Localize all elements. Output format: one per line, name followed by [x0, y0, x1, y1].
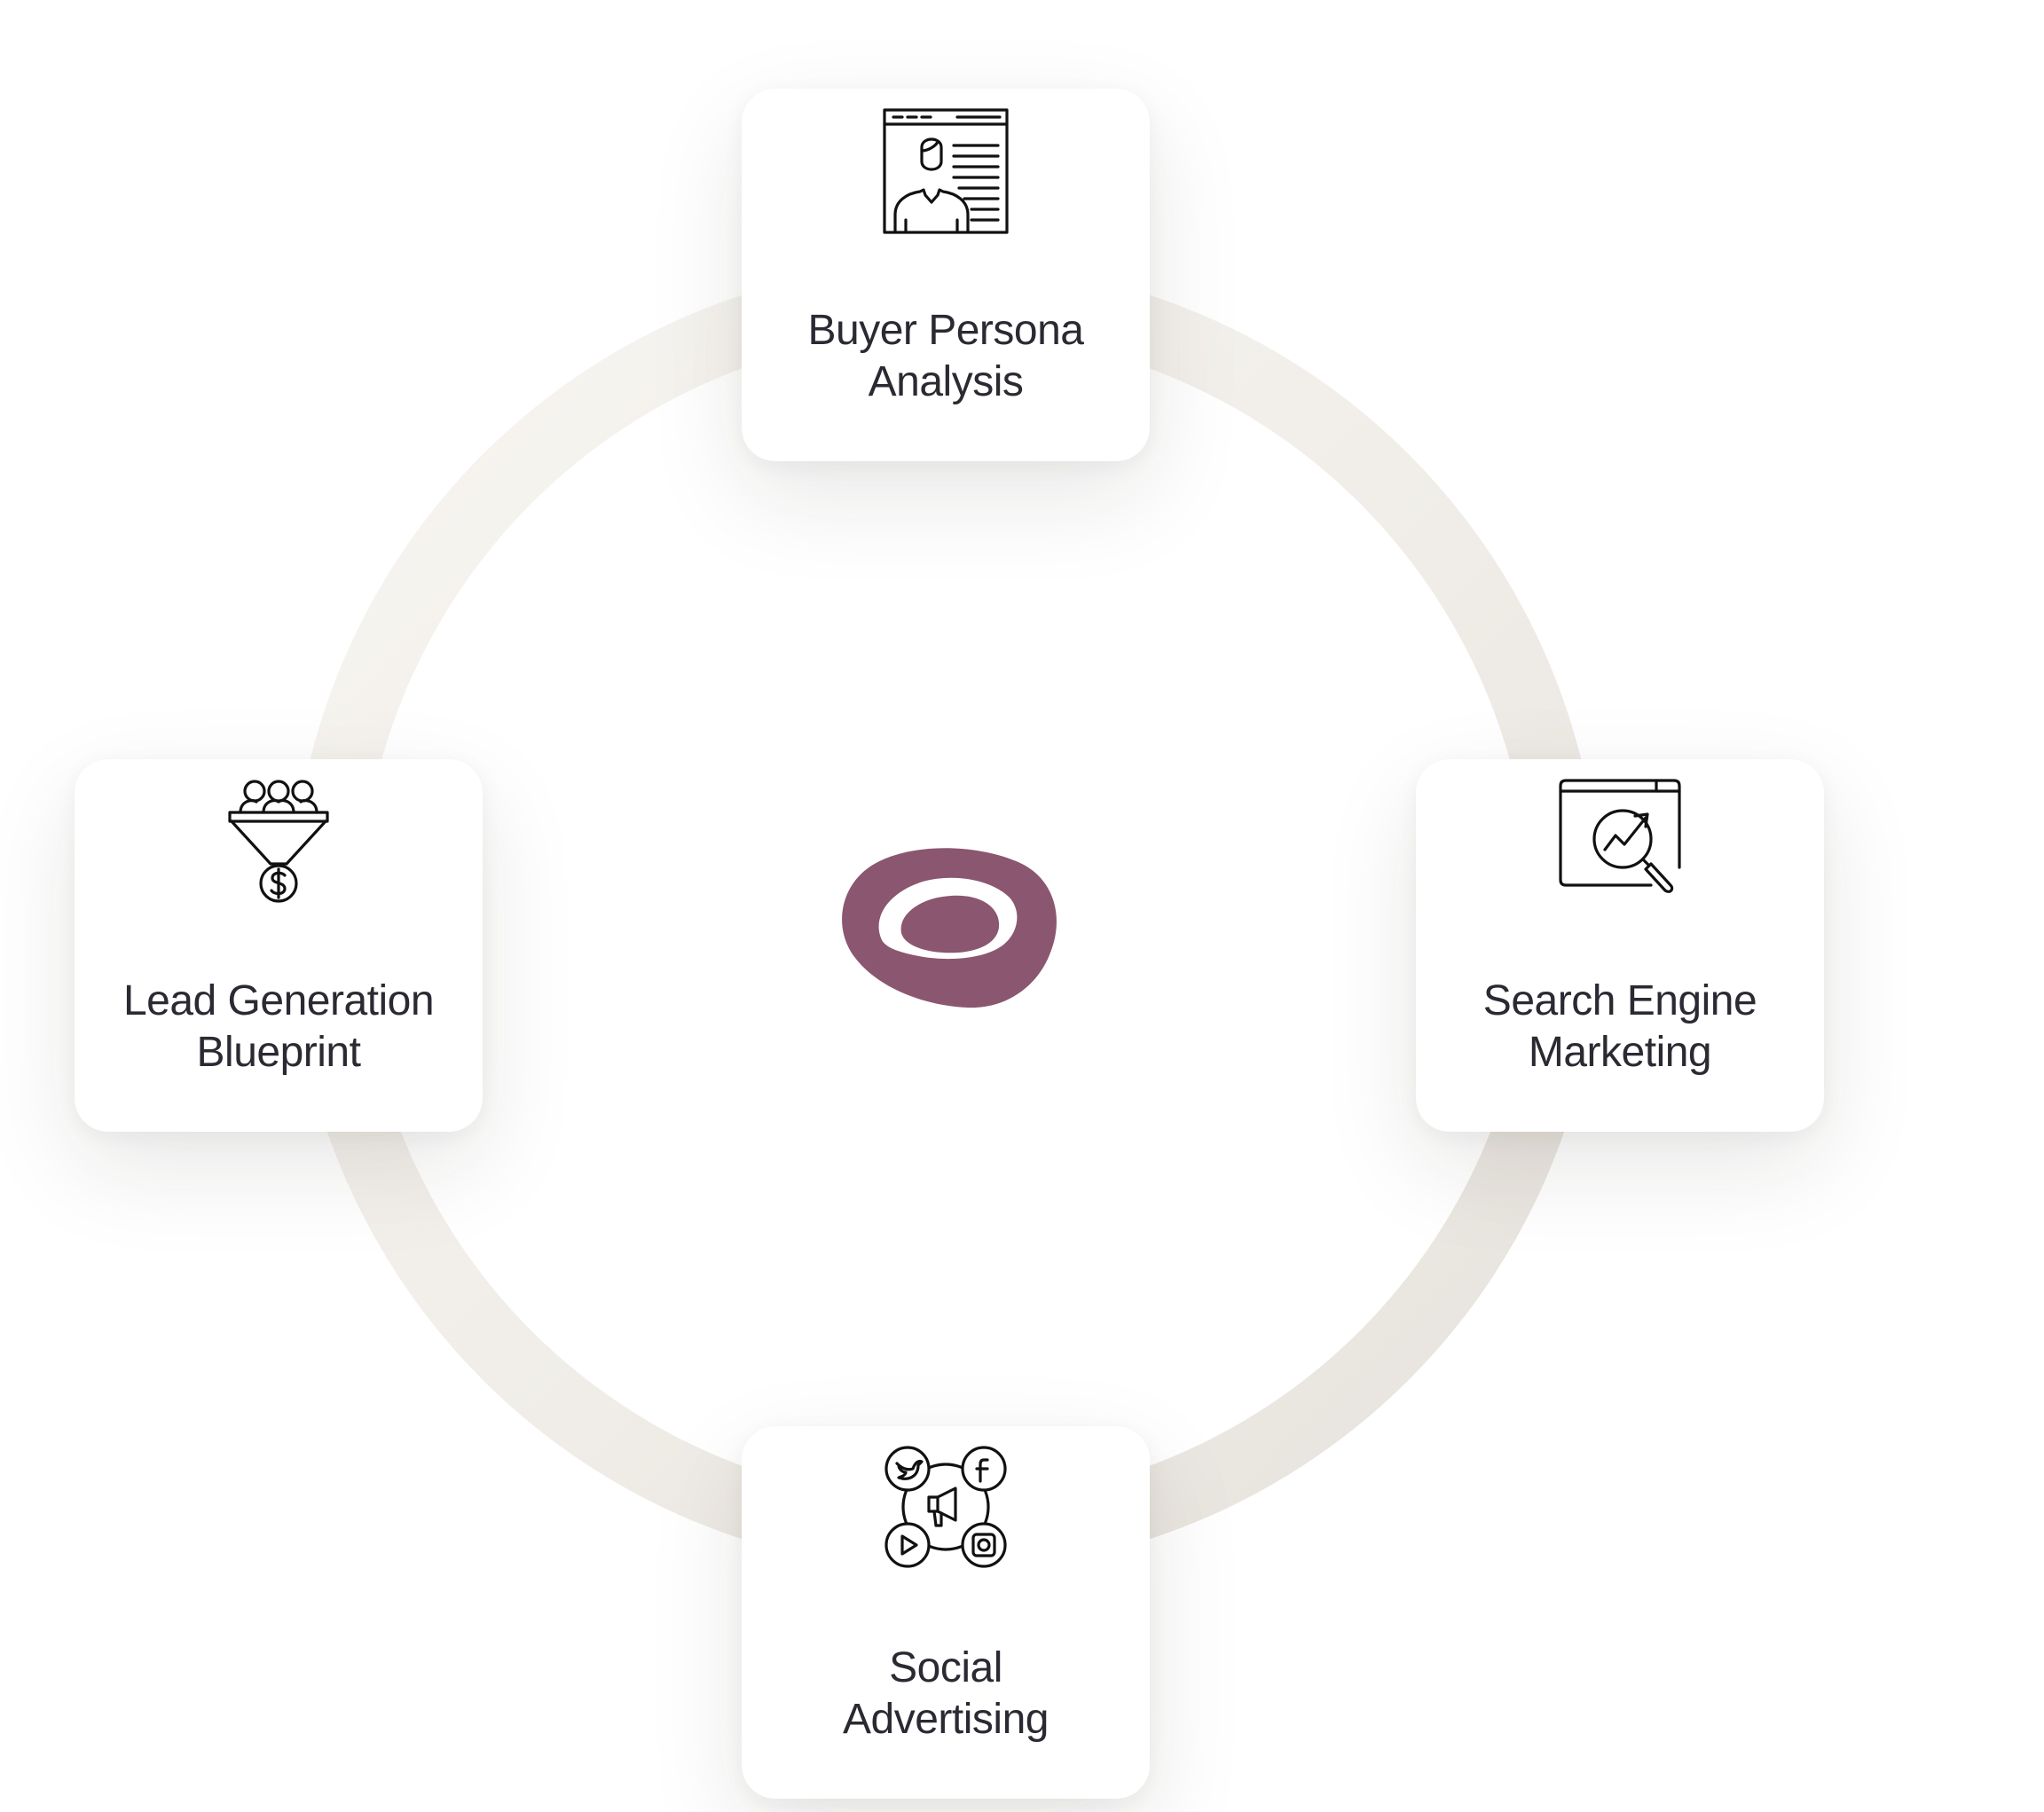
buyer-persona-profile-icon — [879, 105, 1012, 238]
node-label-buyer-persona-analysis: Buyer Persona Analysis — [807, 307, 1084, 405]
search-engine-marketing-icon — [1553, 772, 1686, 905]
brand-logo-icon — [842, 848, 1057, 1008]
lead-generation-funnel-icon — [212, 772, 345, 905]
node-card-social-advertising: Social Advertising — [742, 1426, 1150, 1799]
node-label-social-advertising: Social Advertising — [843, 1644, 1049, 1743]
node-card-lead-generation-blueprint: Lead Generation Blueprint — [75, 759, 483, 1132]
node-card-buyer-persona-analysis: Buyer Persona Analysis — [742, 89, 1150, 461]
social-advertising-icon — [879, 1440, 1012, 1573]
center-brand-logo — [832, 841, 1059, 1009]
node-card-search-engine-marketing: Search Engine Marketing — [1416, 759, 1824, 1132]
node-label-lead-generation-blueprint: Lead Generation Blueprint — [122, 977, 435, 1076]
node-label-search-engine-marketing: Search Engine Marketing — [1482, 977, 1757, 1076]
